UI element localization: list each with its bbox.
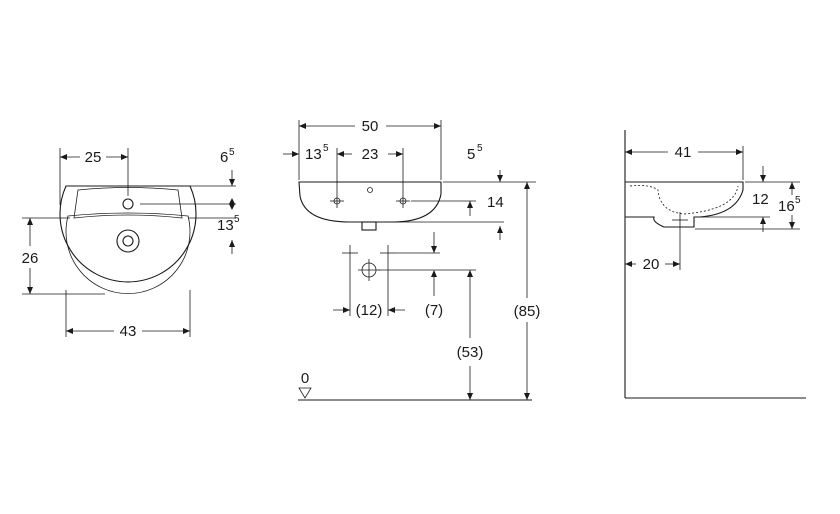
drain-outlet-cross [358, 259, 380, 281]
top-view: 25 6 5 13 5 26 43 [22, 147, 240, 340]
dim-25: 25 [85, 149, 102, 166]
dim-20: 20 [643, 256, 660, 273]
dim-14: 14 [487, 194, 504, 211]
dim-12-side: 12 [752, 191, 769, 208]
floor-label: 0 [301, 370, 309, 387]
front-view: 50 13 5 23 5 5 14 [283, 118, 541, 401]
basin-side-inner [629, 185, 739, 215]
dim-5-5-sup: 5 [477, 143, 483, 154]
dim-12: (12) [356, 302, 383, 319]
dim-53: (53) [457, 344, 484, 361]
tap-cross-left [330, 194, 344, 208]
tap-hole [122, 198, 134, 210]
dim-41: 41 [675, 144, 692, 161]
dim-6-sup: 5 [229, 147, 235, 158]
dim-26: 26 [22, 250, 39, 267]
dim-16-5-sup: 5 [795, 195, 801, 206]
supply-cross-right [380, 245, 396, 261]
floor-marker-icon [298, 387, 312, 399]
side-view: 41 12 16 5 20 [624, 130, 806, 399]
basin-side [625, 181, 744, 228]
dim-16-5: 16 [778, 198, 795, 215]
dim-13-sup: 5 [234, 214, 240, 225]
drain-inner [122, 235, 134, 247]
dim-85: (85) [514, 303, 541, 320]
overflow-hole [367, 187, 373, 193]
dim-6: 6 [220, 149, 228, 166]
dim-50: 50 [362, 118, 379, 135]
dim-13-5: 13 [305, 146, 322, 163]
basin-bowl [65, 212, 191, 294]
supply-cross-left [342, 245, 358, 261]
dim-13-5-sup: 5 [323, 143, 329, 154]
dim-13: 13 [217, 217, 234, 234]
drain [116, 229, 140, 253]
dim-7: (7) [425, 302, 443, 319]
dim-23: 23 [362, 146, 379, 163]
dim-43: 43 [120, 323, 137, 340]
basin-trap [361, 221, 377, 231]
basin-outline [59, 185, 197, 283]
basin-front [298, 181, 442, 223]
tap-cross-right [396, 194, 410, 208]
basin-deck [73, 187, 183, 219]
dim-5-5: 5 [467, 146, 475, 163]
